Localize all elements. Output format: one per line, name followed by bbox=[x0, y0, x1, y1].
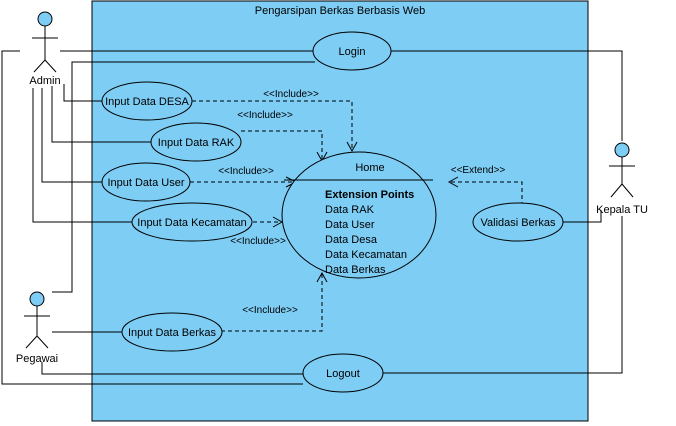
use-case-validasi-berkas[interactable]: Validasi Berkas bbox=[472, 202, 564, 242]
actor-admin-label: Admin bbox=[29, 75, 60, 87]
extend-label-validasi: <<Extend>> bbox=[451, 165, 506, 176]
actor-kepala-tu-label: Kepala TU bbox=[596, 204, 648, 216]
assoc-admin-kecamatan bbox=[32, 88, 132, 223]
assoc-pegawai-login bbox=[52, 61, 315, 293]
use-case-home[interactable]: Home Extension Points Data RAK Data User… bbox=[281, 151, 437, 279]
assoc-admin-user bbox=[41, 88, 102, 183]
include-label-kecamatan: <<Include>> bbox=[230, 236, 286, 247]
actor-admin-head-icon bbox=[37, 11, 53, 27]
dependencies bbox=[190, 100, 523, 332]
include-label-rak: <<Include>> bbox=[237, 110, 293, 121]
use-case-input-data-kecamatan[interactable]: Input Data Kecamatan bbox=[131, 202, 253, 242]
use-case-input-data-user-label: Input Data User bbox=[107, 177, 184, 189]
extension-points-title: Extension Points bbox=[325, 189, 414, 201]
use-case-login-label: Login bbox=[339, 46, 366, 58]
use-case-input-data-desa[interactable]: Input Data DESA bbox=[101, 81, 193, 121]
use-case-logout-label: Logout bbox=[326, 368, 360, 380]
include-label-user: <<Include>> bbox=[218, 166, 274, 177]
use-case-input-data-kecamatan-label: Input Data Kecamatan bbox=[137, 217, 246, 229]
use-case-home-label: Home bbox=[355, 162, 384, 174]
include-label-desa: <<Include>> bbox=[263, 89, 319, 100]
assoc-admin-rak bbox=[51, 86, 151, 143]
use-case-input-data-rak[interactable]: Input Data RAK bbox=[150, 122, 242, 162]
extension-point-item: Data Desa bbox=[325, 234, 378, 246]
use-case-logout[interactable]: Logout bbox=[302, 353, 384, 393]
assoc-kepalatu-logout bbox=[383, 216, 623, 374]
include-berkas-arrowhead bbox=[316, 271, 328, 283]
extend-validasi-arrowhead bbox=[447, 176, 459, 188]
include-desa-arrowhead bbox=[346, 141, 358, 153]
assoc-kepalatu-login bbox=[391, 50, 623, 141]
use-case-input-data-user[interactable]: Input Data User bbox=[101, 162, 191, 202]
actor-pegawai-head-icon bbox=[29, 291, 45, 307]
assoc-kepalatu-validasi bbox=[563, 210, 602, 223]
assoc-admin-desa bbox=[63, 84, 102, 102]
extension-point-item: Data Kecamatan bbox=[325, 249, 407, 261]
include-desa-home bbox=[192, 100, 353, 150]
extension-point-item: Data Berkas bbox=[325, 264, 386, 276]
include-rak-home bbox=[241, 130, 323, 160]
use-case-input-data-rak-label: Input Data RAK bbox=[158, 137, 235, 149]
use-case-validasi-berkas-label: Validasi Berkas bbox=[481, 217, 556, 229]
associations bbox=[1, 50, 623, 385]
extend-validasi-home bbox=[449, 181, 523, 206]
use-case-input-data-berkas-label: Input Data Berkas bbox=[128, 327, 217, 339]
actor-kepala-tu-head-icon bbox=[614, 142, 630, 158]
extension-point-item: Data RAK bbox=[325, 204, 375, 216]
extension-point-item: Data User bbox=[325, 219, 375, 231]
system-title: Pengarsipan Berkas Berbasis Web bbox=[255, 5, 425, 17]
include-label-berkas: <<Include>> bbox=[242, 305, 298, 316]
actor-kepala-tu[interactable]: Kepala TU bbox=[596, 142, 648, 216]
actor-pegawai-label: Pegawai bbox=[16, 353, 58, 365]
use-case-login[interactable]: Login bbox=[312, 31, 392, 71]
actor-pegawai[interactable]: Pegawai bbox=[16, 291, 58, 365]
use-case-input-data-desa-label: Input Data DESA bbox=[105, 96, 189, 108]
actor-admin[interactable]: Admin bbox=[29, 11, 61, 87]
assoc-pegawai-logout bbox=[41, 362, 303, 375]
include-berkas-home bbox=[221, 273, 323, 332]
use-case-input-data-berkas[interactable]: Input Data Berkas bbox=[121, 312, 223, 352]
assoc-admin-logout bbox=[1, 50, 303, 385]
